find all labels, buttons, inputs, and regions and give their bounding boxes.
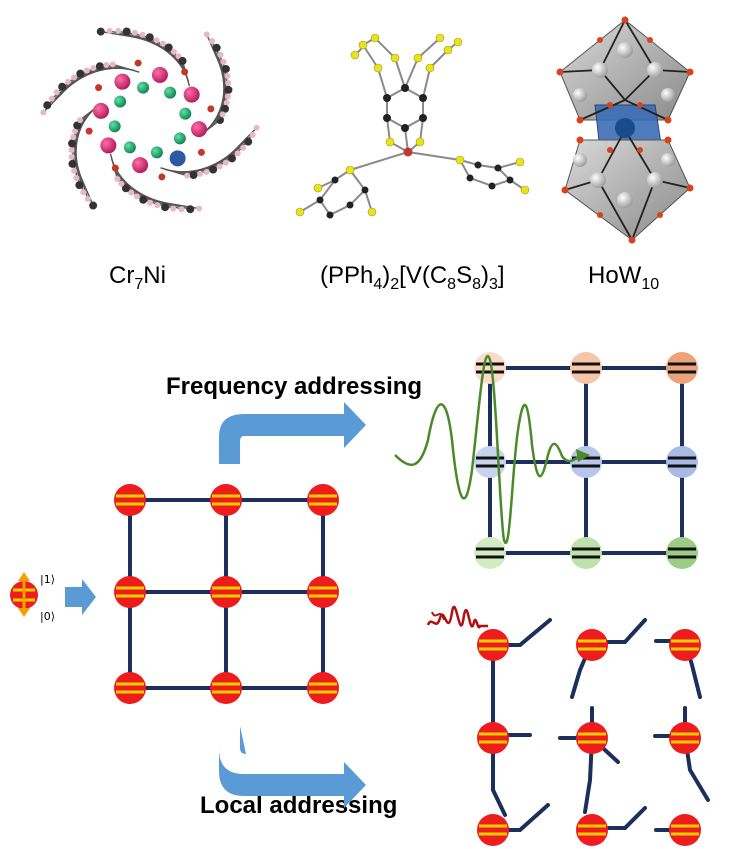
frequency-lattice bbox=[474, 352, 698, 569]
lattice-qubit bbox=[307, 672, 339, 704]
arrow-down-to-local bbox=[219, 726, 366, 808]
local-qubit bbox=[477, 722, 509, 754]
frequency-qubit bbox=[666, 537, 698, 569]
local-qubit bbox=[477, 629, 509, 661]
ket-one-label: |1⟩ bbox=[40, 573, 55, 586]
frequency-addressing-title: Frequency addressing bbox=[166, 373, 422, 400]
frequency-qubit bbox=[474, 446, 506, 478]
lattice-qubit bbox=[307, 576, 339, 608]
how10-polyoxometalate-icon bbox=[556, 16, 694, 244]
lattice-qubit bbox=[114, 484, 146, 516]
local-qubit bbox=[669, 814, 701, 846]
microwave-pulse-icon bbox=[426, 605, 488, 629]
frequency-wave bbox=[394, 354, 581, 544]
local-qubit bbox=[477, 814, 509, 846]
lattice-qubit bbox=[210, 576, 242, 608]
local-qubit bbox=[669, 722, 701, 754]
arrow-single-qubit-in bbox=[65, 579, 96, 615]
lattice-qubit bbox=[210, 672, 242, 704]
frequency-qubit bbox=[474, 537, 506, 569]
molecule-label-vanadium: (PPh4)2[V(C8S8)3] bbox=[320, 262, 505, 293]
main-qubit-lattice bbox=[114, 484, 339, 704]
cr7ni-ring-molecule-icon bbox=[40, 27, 260, 214]
molecule-label-cr7ni: Cr7Ni bbox=[109, 262, 166, 293]
frequency-qubit bbox=[570, 537, 602, 569]
frequency-qubit bbox=[666, 446, 698, 478]
lattice-qubit bbox=[307, 484, 339, 516]
local-lattice bbox=[477, 618, 710, 846]
local-qubit bbox=[576, 629, 608, 661]
lattice-qubit bbox=[114, 672, 146, 704]
local-qubit bbox=[669, 629, 701, 661]
frequency-qubit bbox=[570, 446, 602, 478]
frequency-wave-arrowhead bbox=[576, 449, 590, 462]
lattice-qubit bbox=[210, 484, 242, 516]
ket-zero-label: |0⟩ bbox=[40, 610, 55, 623]
lattice-qubit bbox=[114, 576, 146, 608]
local-qubit bbox=[576, 722, 608, 754]
frequency-qubit bbox=[570, 352, 602, 384]
molecule-label-how10: HoW10 bbox=[588, 262, 659, 293]
frequency-qubit bbox=[666, 352, 698, 384]
microwave-pulse-tail bbox=[431, 611, 445, 621]
local-qubit bbox=[576, 814, 608, 846]
local-addressing-title: Local addressing bbox=[200, 792, 397, 819]
spin-qubit-icon bbox=[10, 572, 38, 617]
vanadium-dithiolene-molecule-icon bbox=[295, 33, 530, 219]
arrow-up-to-frequency bbox=[219, 402, 366, 464]
